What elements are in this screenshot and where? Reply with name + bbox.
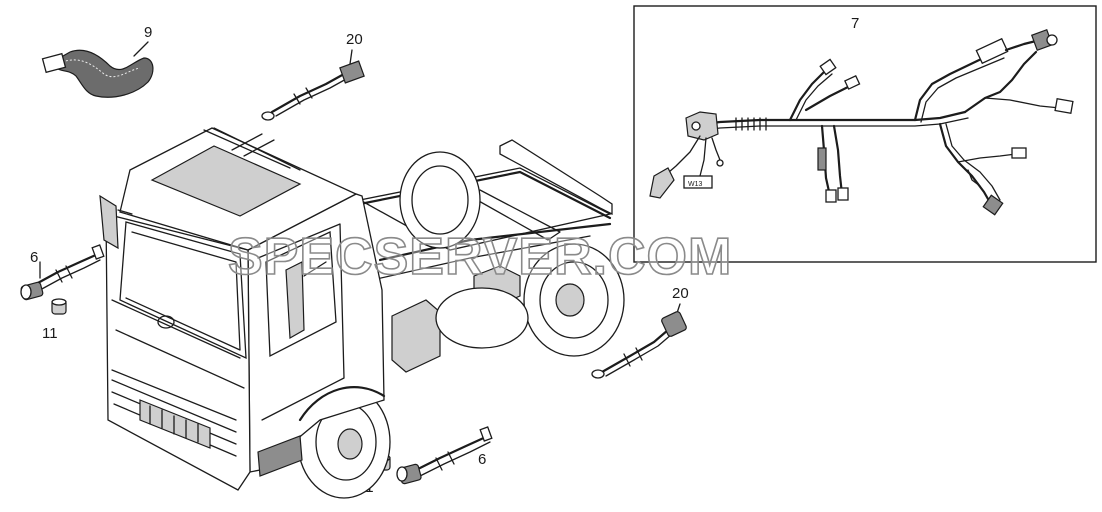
callout-11-left: 11: [42, 325, 58, 342]
sensor-20-right: 20: [591, 285, 689, 379]
watermark: SPECSERVER.COM: [228, 228, 732, 286]
wiring-harness-7: W13: [649, 28, 1074, 216]
sensor-6-left: 6: [20, 244, 105, 301]
cap-11-left: 11: [42, 298, 67, 342]
callout-7: 7: [851, 15, 859, 32]
callout-9: 9: [144, 24, 152, 41]
connector-tag-label: W13: [688, 181, 703, 188]
callout-6-left: 6: [30, 249, 38, 266]
cab: [99, 127, 386, 491]
callout-6-bottom: 6: [478, 451, 486, 468]
sensor-20-top: 20: [261, 31, 365, 121]
truck-illustration: [99, 127, 625, 499]
rear-wheels: [399, 151, 625, 357]
cable-9: 9: [41, 24, 154, 98]
callout-20-top: 20: [346, 31, 363, 48]
harness-inset: 7 W13: [633, 5, 1097, 263]
callout-20-right: 20: [672, 285, 689, 302]
sensor-6-bottom: 6: [396, 426, 493, 485]
